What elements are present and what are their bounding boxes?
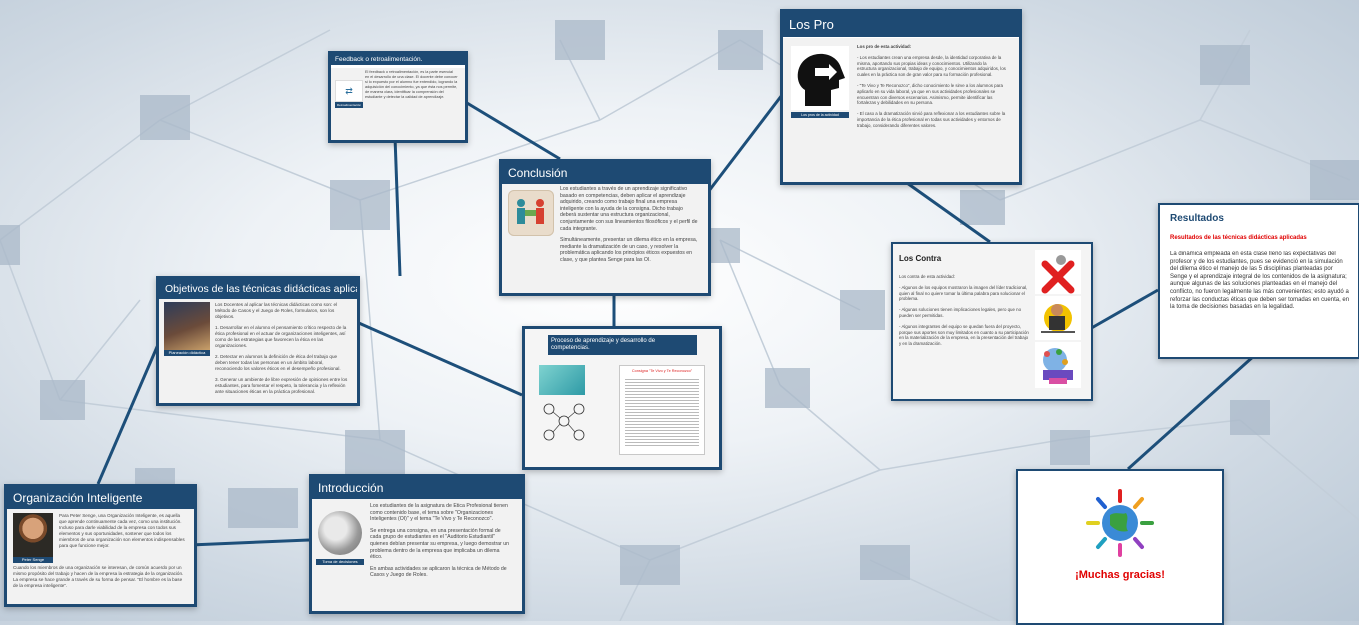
intro-paragraph-1: Los estudiantes de la asignatura de Étic…	[370, 503, 508, 523]
obj-paragraph-2: 1. Desarrollar en el alumno el pensamien…	[215, 325, 347, 348]
frustrated-person-icon	[1035, 296, 1081, 340]
globe-people-image	[318, 511, 362, 555]
slide-title: Feedback o retroalimentación.	[331, 54, 465, 65]
document-title: Consigna "Te Vivo y Te Reconozco"	[631, 369, 693, 373]
slide-los-pro[interactable]: Los Pro Los pros de la actividad Los pro…	[780, 9, 1022, 185]
classroom-photo	[164, 302, 210, 350]
image-caption: Los pros de la actividad	[791, 112, 849, 118]
presentation-path	[96, 94, 1257, 547]
slide-objetivos[interactable]: Objetivos de las técnicas didácticas apl…	[156, 276, 360, 406]
consigna-document: Consigna "Te Vivo y Te Reconozco"	[619, 365, 705, 455]
slide-conclusion[interactable]: Conclusión Los estudiantes a través de u…	[499, 159, 711, 296]
thanks-text: ¡Muchas gracias!	[1075, 569, 1165, 581]
pro-heading: Los pro de esta actividad:	[857, 44, 912, 49]
document-lines	[625, 377, 699, 447]
red-x-cartoon-icon	[1035, 250, 1081, 294]
slide-los-contra[interactable]: Los Contra Los contra de esta actividad:…	[891, 242, 1093, 401]
slide-text: El feedback o retroalimentación, es la p…	[365, 70, 458, 99]
pro-paragraph-3: - El caso a la dramatización sirvió para…	[857, 111, 1006, 128]
slide-title: Los Contra	[899, 254, 942, 263]
network-squares	[0, 20, 1359, 585]
photo-caption: Peter Senge	[13, 557, 53, 563]
obj-paragraph-3: 2. Detectar en alumnos la definición de …	[215, 354, 341, 371]
slide-organizacion-inteligente[interactable]: Organización Inteligente Peter Senge Par…	[4, 484, 197, 607]
group-people-icon	[1035, 342, 1081, 388]
contra-paragraph-1: - Algunos de los equipos mostraron la im…	[899, 284, 1028, 302]
puzzle-people-image	[508, 190, 554, 236]
slide-text-2: Cuando los miembros de una organización …	[13, 565, 184, 588]
obj-paragraph-1: Los Docentes al aplicar las técnicas did…	[215, 302, 338, 319]
head-silhouette-icon	[791, 46, 849, 110]
slide-title: Introducción	[312, 477, 522, 499]
image-caption: Toma de decisiones	[316, 559, 364, 565]
obj-paragraph-4: 3. Generar un ambiente de libre expresió…	[215, 377, 348, 394]
slide-muchas-gracias[interactable]: ¡Muchas gracias!	[1016, 469, 1224, 625]
slide-proceso[interactable]: Proceso de aprendizaje y desarrollo de c…	[522, 326, 722, 470]
slide-title: Organización Inteligente	[7, 487, 194, 509]
conclusion-paragraph-2: Simultáneamente, presentar un dilema éti…	[560, 237, 698, 263]
slide-introduccion[interactable]: Introducción Toma de decisiones Los estu…	[309, 474, 525, 614]
slide-title: Resultados	[1170, 213, 1224, 224]
intro-paragraph-3: En ambas actividades se aplicaron la téc…	[370, 565, 507, 579]
slide-title: Los Pro	[783, 12, 1019, 37]
contra-paragraph-3: - Algunos integrantes del equipo se qued…	[899, 323, 1029, 347]
contra-heading: Los contra de esta actividad:	[899, 274, 955, 279]
puzzle-people-icon	[517, 199, 544, 224]
slide-title: Objetivos de las técnicas didácticas apl…	[159, 279, 357, 299]
slide-text: La dinámica empleada en esta clase llenó…	[1170, 251, 1350, 311]
slide-subtitle: Resultados de las técnicas didácticas ap…	[1170, 235, 1307, 241]
conclusion-paragraph-1: Los estudiantes a través de un aprendiza…	[560, 186, 698, 232]
photo-caption: Planeación didáctica	[164, 350, 210, 356]
image-caption: Retroalimentación	[335, 102, 363, 108]
globe-people-circle-icon	[1082, 485, 1158, 561]
slide-title: Conclusión	[502, 162, 708, 184]
contra-paragraph-2: - Algunas soluciones tienen implicacione…	[899, 307, 1022, 318]
pro-paragraph-1: - Los estudiantes crean una empresa desd…	[857, 54, 1006, 78]
pro-paragraph-2: - "Te Vivo y Te Reconozco", dicho conoci…	[857, 82, 1003, 106]
process-photo	[539, 365, 585, 395]
slide-title: Proceso de aprendizaje y desarrollo de c…	[548, 335, 697, 355]
feedback-diagram-icon: ⇄	[335, 80, 363, 102]
slide-resultados[interactable]: Resultados Resultados de las técnicas di…	[1158, 203, 1359, 359]
intro-paragraph-2: Se entrega una consigna, en una presenta…	[370, 527, 509, 561]
slide-text: Para Peter Senge, una Organización Intel…	[59, 513, 185, 548]
slide-feedback[interactable]: Feedback o retroalimentación. ⇄ Retroali…	[328, 51, 468, 143]
photo-peter-senge	[13, 513, 53, 557]
process-diagram	[543, 403, 585, 441]
